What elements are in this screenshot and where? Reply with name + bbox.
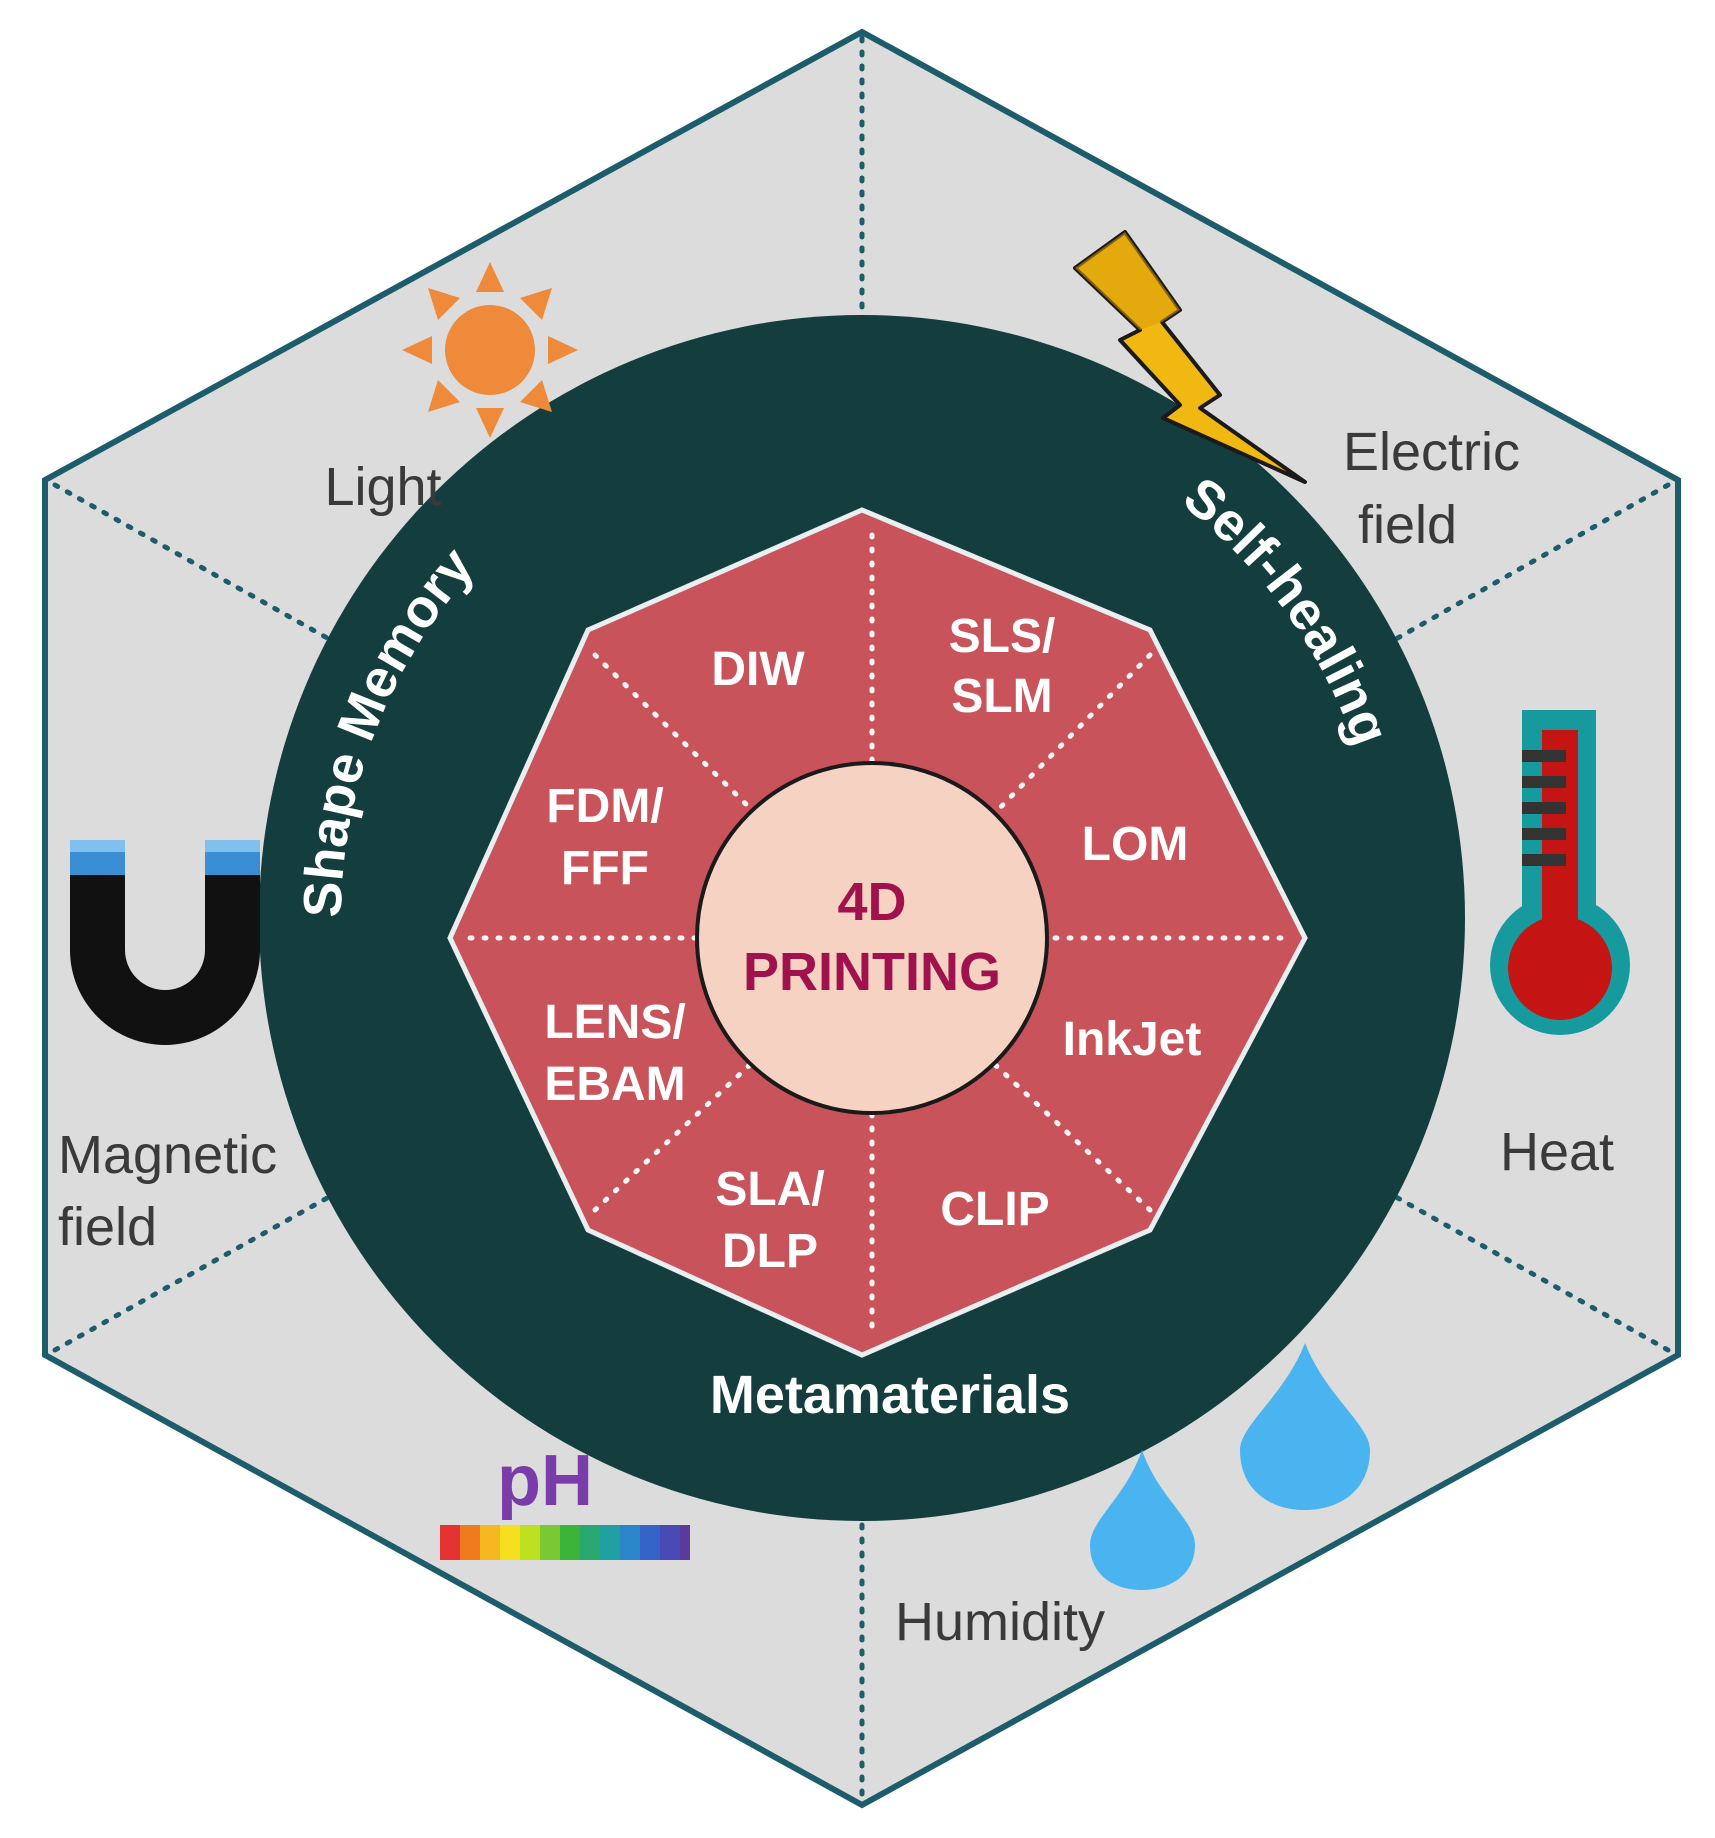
stimulus-heat: Heat [1500,1122,1614,1182]
center-title-line2: PRINTING [743,942,1001,1002]
stimulus-electric-line1: Electric [1343,422,1520,482]
lightning-icon [1073,230,1307,484]
technique-fdm-fff-line2: FFF [561,842,649,895]
technique-sls-slm-line2: SLM [951,670,1052,723]
stimulus-humidity: Humidity [895,1592,1105,1652]
magnet-icon [70,840,260,1045]
technique-fdm-fff-line1: FDM/ [546,780,663,833]
stimulus-magnetic-line1: Magnetic [58,1125,277,1185]
technique-clip: CLIP [940,1183,1049,1236]
sun-icon [402,262,578,438]
thermometer-icon [1490,710,1630,1035]
technique-sla-dlp-line1: SLA/ [715,1163,824,1216]
technique-sls-slm-line1: SLS/ [949,610,1056,663]
technique-sla-dlp-line2: DLP [722,1225,818,1278]
ring-label-metamaterials: Metamaterials [710,1365,1070,1425]
stimulus-magnetic-line2: field [58,1197,157,1257]
ph-scale-icon [440,1525,690,1560]
technique-lens-ebam-line1: LENS/ [544,996,685,1049]
stimulus-electric-line2: field [1358,495,1457,555]
center-circle [695,761,1049,1115]
technique-lom: LOM [1082,818,1189,871]
technique-inkjet: InkJet [1063,1013,1202,1066]
technique-lens-ebam-line2: EBAM [544,1058,685,1111]
center-title-line1: 4D [837,872,906,932]
technique-diw: DIW [711,643,805,696]
water-drop-icon [1090,1343,1370,1590]
stimulus-light: Light [324,457,441,517]
stimulus-ph: pH [497,1441,593,1521]
octagon-dividers [467,532,1293,1338]
